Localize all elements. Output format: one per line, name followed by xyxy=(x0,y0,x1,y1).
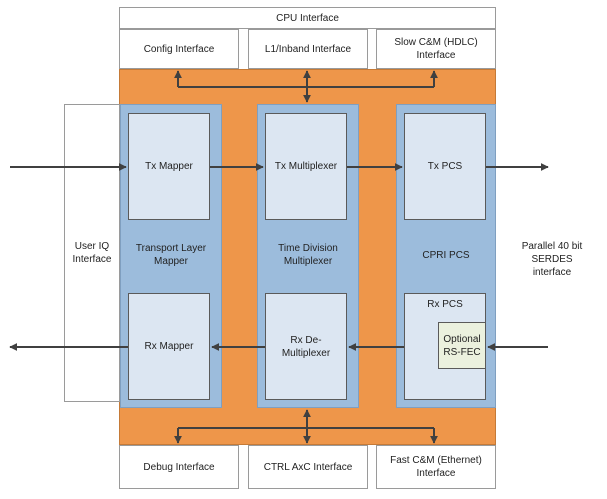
user-iq-interface-label: User IQ Interface xyxy=(72,241,112,265)
slow-cm-interface-label: Slow C&M (HDLC) Interface xyxy=(394,37,478,61)
rx-mapper-label: Rx Mapper xyxy=(144,341,194,352)
slow-cm-interface-box xyxy=(376,29,496,69)
rx-demultiplexer-label: Rx De- Multiplexer xyxy=(281,334,331,359)
cpu-interface-label: CPU Interface xyxy=(276,12,339,24)
rs-fec-label: Optional RS-FEC xyxy=(443,333,481,358)
cpu-interface-box xyxy=(119,7,496,29)
user-iq-interface-box xyxy=(64,104,120,402)
fast-cm-interface-label: Fast C&M (Ethernet) Interface xyxy=(390,455,482,479)
l1-inband-interface-label: L1/Inband Interface xyxy=(264,43,352,55)
tx-mapper-label: Tx Mapper xyxy=(145,161,193,172)
debug-interface-box xyxy=(119,445,239,489)
config-interface-box xyxy=(119,29,239,69)
debug-interface-label: Debug Interface xyxy=(143,461,215,473)
transport-layer-mapper-label: Transport Layer Mapper xyxy=(135,243,207,267)
rx-mapper-box xyxy=(128,293,210,400)
tx-multiplexer-label: Tx Multiplexer xyxy=(274,161,338,172)
ctrl-axc-interface-label: CTRL AxC Interface xyxy=(263,461,353,473)
tx-multiplexer-box xyxy=(265,113,347,220)
cpri-pcs-label: CPRI PCS xyxy=(422,249,470,261)
fast-cm-interface-box xyxy=(376,445,496,489)
serdes-interface-label: Parallel 40 bit SERDES interface xyxy=(521,240,583,278)
rs-fec-box xyxy=(438,322,486,369)
tx-pcs-box xyxy=(404,113,486,220)
config-interface-label: Config Interface xyxy=(143,43,215,55)
l1-inband-interface-box xyxy=(248,29,368,69)
time-division-multiplexer-label: Time Division Multiplexer xyxy=(278,243,338,267)
rx-demultiplexer-box xyxy=(265,293,347,400)
tx-mapper-box xyxy=(128,113,210,220)
tx-pcs-label: Tx PCS xyxy=(427,161,463,172)
rx-pcs-label: Rx PCS xyxy=(427,298,463,310)
ctrl-axc-interface-box xyxy=(248,445,368,489)
